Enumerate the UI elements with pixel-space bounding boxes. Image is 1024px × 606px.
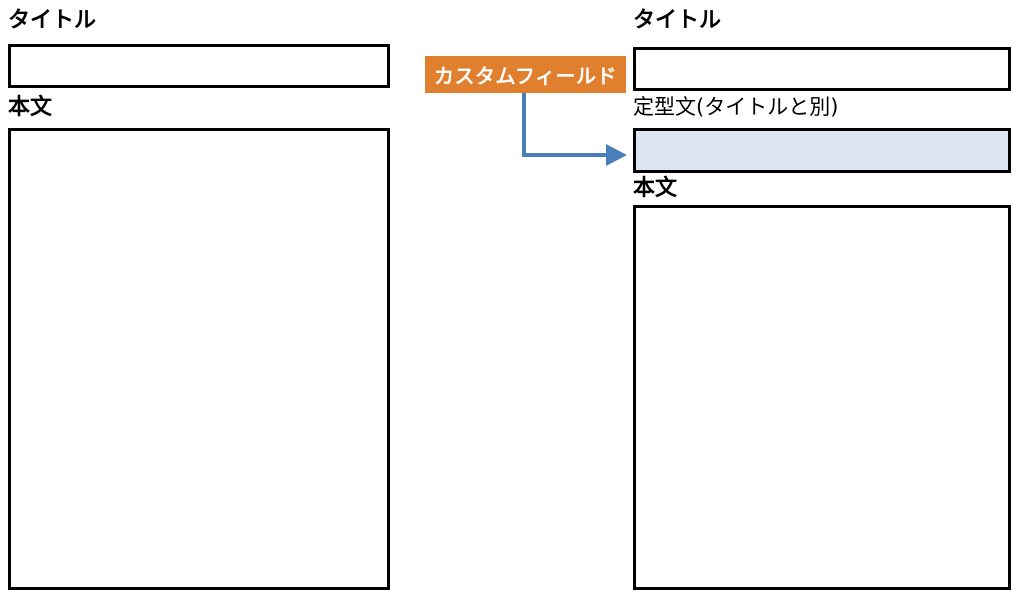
right-title-input[interactable] [633, 47, 1011, 91]
right-body-textarea[interactable] [633, 205, 1011, 590]
right-custom-field-label: 定型文(タイトルと別) [633, 95, 839, 119]
arrow-head-icon [606, 144, 627, 166]
left-title-input[interactable] [8, 44, 390, 88]
right-custom-field-input[interactable] [633, 128, 1011, 173]
right-body-label: 本文 [633, 176, 678, 201]
left-title-label: タイトル [8, 8, 97, 33]
left-body-label: 本文 [8, 95, 53, 120]
right-title-label: タイトル [633, 8, 722, 33]
arrow-elbow-line [522, 93, 608, 157]
left-body-textarea[interactable] [8, 128, 390, 590]
custom-field-callout-badge: カスタムフィールド [425, 56, 626, 93]
